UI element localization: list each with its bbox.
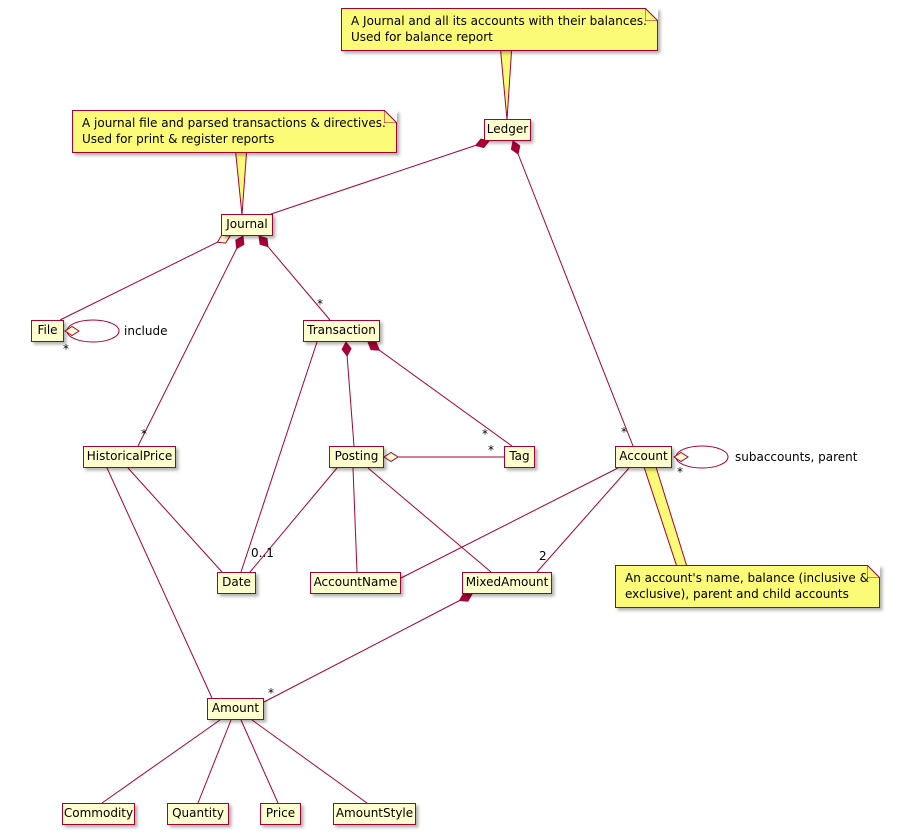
account-subaccounts-label: subaccounts, parent — [735, 450, 858, 464]
edge-amount-amountstyle — [251, 719, 368, 804]
note-fold-icon — [866, 565, 880, 578]
edge-amount-quantity — [197, 719, 232, 804]
note-fold-icon — [383, 110, 397, 123]
class-node-file: File — [31, 320, 64, 342]
posting-tag-aggregation-diamond — [383, 451, 399, 463]
edge-ledger-account-multiplicity: * — [621, 425, 627, 439]
edge-journal-historicalprice — [137, 248, 238, 447]
edge-posting-date-multiplicity: 0..1 — [251, 546, 274, 560]
transaction-posting-composition-diamond — [341, 341, 352, 357]
class-node-tag: Tag — [504, 446, 535, 468]
class-node-quantity: Quantity — [167, 803, 229, 825]
class-node-account: Account — [615, 446, 672, 468]
edge-transaction-tag — [379, 349, 513, 447]
edge-historicalprice-amount — [106, 467, 213, 699]
edge-mixedamount-amount — [263, 600, 460, 703]
edge-journal-file — [59, 241, 218, 321]
journal-file-aggregation-diamond — [216, 234, 231, 244]
class-node-historicalprice: HistoricalPrice — [83, 446, 176, 468]
edge-posting-mixedamount — [367, 467, 492, 573]
edge-posting-tag-multiplicity: * — [488, 443, 494, 457]
edge-journal-transaction — [267, 246, 331, 321]
edge-journal-historicalprice-multiplicity: * — [141, 427, 147, 441]
edge-amount-commodity — [101, 719, 221, 804]
class-node-commodity: Commodity — [62, 803, 135, 825]
edge-posting-date — [249, 467, 338, 573]
edge-transaction-date — [240, 341, 318, 573]
note-text: exclusive), parent and child accounts — [625, 587, 849, 601]
note-account: An account's name, balance (inclusive & … — [615, 565, 880, 608]
note-account-connector — [643, 466, 689, 571]
edge-transaction-tag-multiplicity: * — [482, 427, 488, 441]
edge-transaction-posting — [346, 355, 355, 447]
note-text: An account's name, balance (inclusive & — [625, 571, 869, 585]
class-node-journal: Journal — [221, 214, 273, 236]
class-node-amount: Amount — [207, 698, 264, 720]
file-include-aggregation-diamond — [64, 325, 80, 337]
edge-account-mixedamount — [536, 467, 630, 573]
note-journal-connector — [234, 145, 248, 216]
note-text: A journal file and parsed transactions &… — [82, 116, 386, 130]
class-node-ledger: Ledger — [484, 119, 531, 141]
class-node-amountstyle: AmountStyle — [333, 803, 416, 825]
edge-account-accountname — [400, 467, 619, 579]
edge-mixedamount-amount-multiplicity: * — [268, 686, 274, 700]
class-node-price: Price — [260, 803, 301, 825]
edge-posting-accountname — [352, 467, 358, 573]
file-include-multiplicity: * — [63, 342, 69, 356]
class-node-date: Date — [217, 572, 256, 594]
class-node-transaction: Transaction — [303, 320, 380, 342]
note-ledger-connector — [499, 43, 513, 121]
ledger-account-composition-diamond — [510, 140, 521, 155]
account-subaccounts-multiplicity: * — [677, 465, 683, 479]
note-text: Used for balance report — [351, 30, 493, 44]
edge-amount-price — [240, 719, 279, 804]
mixedamount-amount-composition-diamond — [458, 592, 473, 602]
class-node-accountname: AccountName — [310, 572, 401, 594]
edge-account-mixedamount-multiplicity: 2 — [539, 549, 547, 563]
account-subaccounts-aggregation-diamond — [673, 451, 689, 463]
journal-transaction-composition-diamond — [258, 235, 269, 248]
transaction-tag-composition-diamond — [367, 341, 381, 351]
class-node-mixedamount: MixedAmount — [462, 572, 552, 594]
note-text: A Journal and all its accounts with thei… — [351, 14, 647, 28]
class-node-posting: Posting — [329, 446, 384, 468]
edge-historicalprice-date — [127, 467, 223, 573]
note-fold-icon — [644, 8, 658, 21]
note-text: Used for print & register reports — [82, 132, 275, 146]
edge-journal-transaction-multiplicity: * — [317, 297, 323, 311]
note-ledger: A Journal and all its accounts with thei… — [341, 8, 658, 51]
edge-ledger-account — [517, 153, 634, 447]
edge-ledger-journal — [270, 144, 476, 215]
note-journal: A journal file and parsed transactions &… — [72, 110, 397, 153]
journal-historicalprice-composition-diamond — [235, 235, 245, 250]
file-include-label: include — [124, 324, 167, 338]
